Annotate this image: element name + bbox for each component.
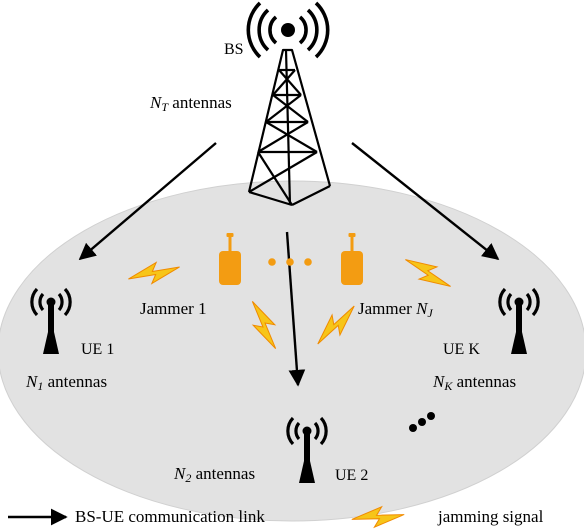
jammer-ellipsis — [268, 258, 312, 266]
bs-label: BS — [224, 41, 244, 58]
link-to-ue1 — [78, 142, 217, 261]
bs-ue-links — [78, 142, 500, 387]
coverage-area — [0, 180, 584, 522]
ue-k-label: UE K — [443, 341, 480, 358]
jammer-1-label: Jammer 1 — [140, 299, 207, 318]
legend-jamming-label: jamming signal — [438, 507, 544, 526]
ue-ellipsis — [409, 412, 435, 432]
link-to-ue2 — [285, 231, 306, 387]
ue-k-antennas-label: NK antennas — [433, 372, 517, 393]
ue-1-antennas-label: N1 antennas — [26, 372, 108, 393]
link-to-ueK — [351, 142, 500, 261]
radio-tower-icon — [246, 1, 330, 59]
legend-link-label: BS-UE communication link — [75, 507, 265, 526]
bs-antennas-label: NT antennas — [150, 93, 232, 114]
ue-2-antennas-label: N2 antennas — [174, 464, 256, 485]
base-station-tower — [247, 48, 332, 207]
ue-1-label: UE 1 — [81, 341, 115, 358]
ue-2-label: UE 2 — [335, 467, 369, 484]
jammer-n-label: Jammer NJ — [358, 299, 433, 320]
